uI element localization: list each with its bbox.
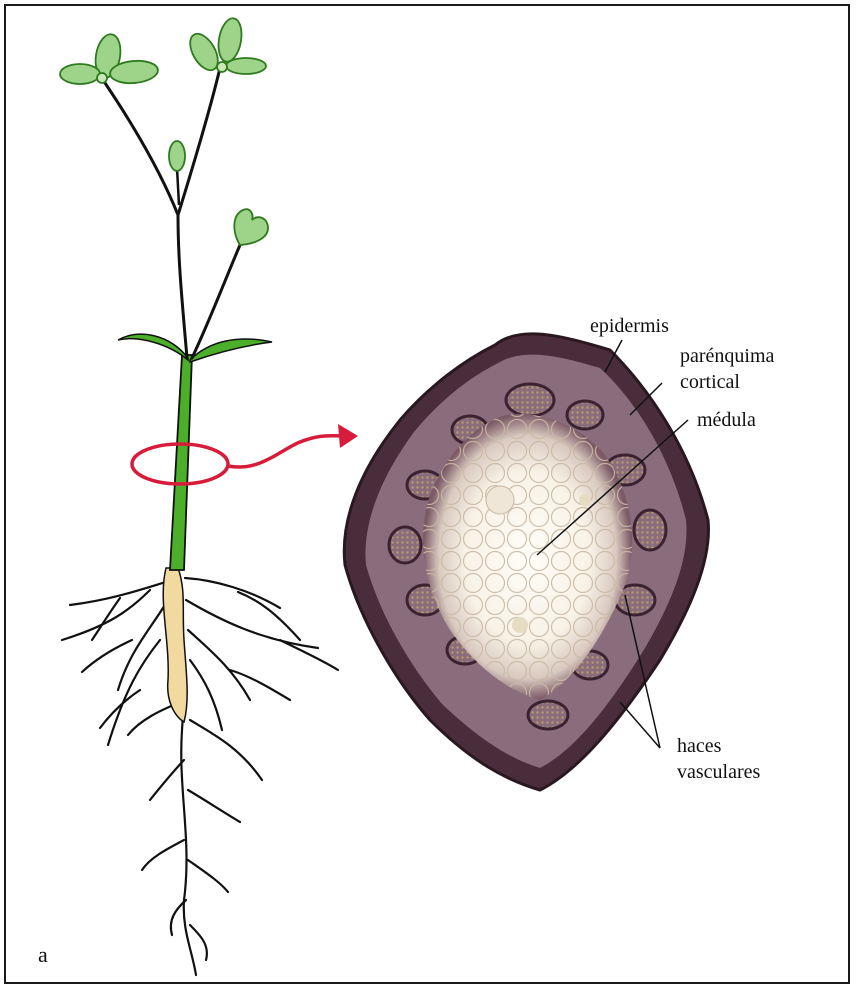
label-medula: médula bbox=[697, 409, 756, 431]
leaf-cluster-left bbox=[60, 32, 159, 85]
label-parenquima-1: parénquima bbox=[680, 345, 775, 367]
plant-illustration bbox=[60, 16, 358, 975]
cotyledon-left bbox=[118, 334, 188, 360]
heart-leaf bbox=[234, 209, 268, 245]
marker-arrow bbox=[228, 436, 345, 467]
main-stem bbox=[170, 355, 192, 570]
root-core bbox=[163, 568, 187, 722]
bud bbox=[169, 141, 185, 171]
cotyledon-right bbox=[190, 339, 272, 362]
arrow-head bbox=[338, 424, 358, 448]
stem-branches bbox=[103, 68, 240, 358]
label-haces-2: vasculares bbox=[677, 761, 761, 783]
panel-label: a bbox=[38, 942, 48, 967]
label-haces-1: haces bbox=[677, 735, 722, 757]
leaf-cluster-right bbox=[184, 16, 266, 74]
root-system bbox=[62, 570, 338, 975]
label-parenquima-2: cortical bbox=[680, 371, 740, 393]
label-epidermis: epidermis bbox=[590, 315, 669, 337]
